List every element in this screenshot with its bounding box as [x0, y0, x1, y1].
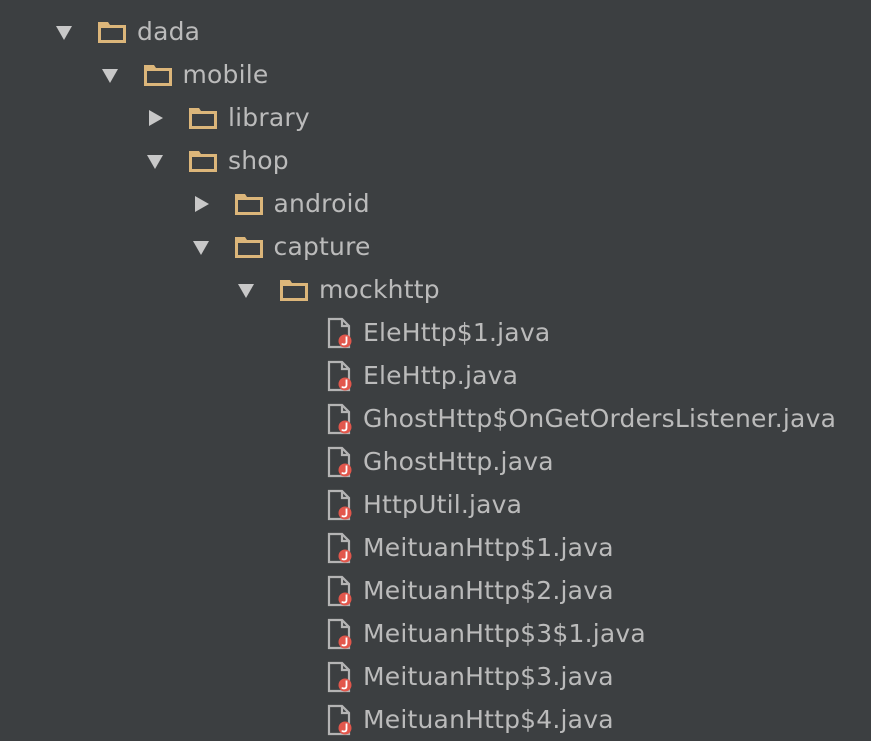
tree-item-label: library: [228, 103, 310, 132]
java-file-icon: [326, 397, 356, 440]
folder-icon: [233, 225, 265, 268]
tree-file-row[interactable]: HttpUtil.java: [0, 483, 871, 526]
expand-arrow-icon[interactable]: [143, 139, 167, 182]
tree-file-row[interactable]: MeituanHttp$2.java: [0, 569, 871, 612]
java-file-icon: [326, 440, 356, 483]
tree-folder-row[interactable]: android: [0, 182, 871, 225]
tree-item-label: HttpUtil.java: [363, 490, 523, 519]
tree-file-row[interactable]: MeituanHttp$1.java: [0, 526, 871, 569]
java-file-icon: [326, 569, 356, 612]
tree-file-row[interactable]: GhostHttp.java: [0, 440, 871, 483]
tree-item-label: shop: [228, 146, 289, 175]
expand-arrow-icon[interactable]: [189, 225, 213, 268]
tree-item-label: mockhttp: [319, 275, 440, 304]
folder-icon: [278, 268, 310, 311]
tree-item-label: GhostHttp.java: [363, 447, 554, 476]
folder-icon: [96, 10, 128, 53]
tree-folder-row[interactable]: library: [0, 96, 871, 139]
tree-item-label: MeituanHttp$3$1.java: [363, 619, 646, 648]
java-file-icon: [326, 354, 356, 397]
tree-file-row[interactable]: EleHttp.java: [0, 354, 871, 397]
tree-item-label: MeituanHttp$4.java: [363, 705, 614, 734]
expand-arrow-icon[interactable]: [52, 10, 76, 53]
tree-item-label: capture: [273, 232, 371, 261]
java-file-icon: [326, 483, 356, 526]
expand-arrow-icon[interactable]: [98, 53, 122, 96]
tree-item-label: MeituanHttp$1.java: [363, 533, 614, 562]
collapse-arrow-icon[interactable]: [143, 96, 167, 139]
tree-item-label: android: [273, 189, 370, 218]
java-file-icon: [326, 612, 356, 655]
tree-folder-row[interactable]: shop: [0, 139, 871, 182]
tree-folder-row[interactable]: mobile: [0, 53, 871, 96]
java-file-icon: [326, 311, 356, 354]
tree-file-row[interactable]: GhostHttp$OnGetOrdersListener.java: [0, 397, 871, 440]
tree-item-label: MeituanHttp$2.java: [363, 576, 614, 605]
tree-item-label: GhostHttp$OnGetOrdersListener.java: [363, 404, 837, 433]
expand-arrow-icon[interactable]: [234, 268, 258, 311]
tree-folder-row[interactable]: mockhttp: [0, 268, 871, 311]
tree-item-label: EleHttp.java: [363, 361, 519, 390]
tree-file-row[interactable]: MeituanHttp$3$1.java: [0, 612, 871, 655]
java-file-icon: [326, 526, 356, 569]
tree-file-row[interactable]: MeituanHttp$3.java: [0, 655, 871, 698]
folder-icon: [187, 96, 219, 139]
folder-icon: [187, 139, 219, 182]
tree-item-label: EleHttp$1.java: [363, 318, 551, 347]
tree-folder-row[interactable]: capture: [0, 225, 871, 268]
tree-file-row[interactable]: EleHttp$1.java: [0, 311, 871, 354]
tree-folder-row[interactable]: dada: [0, 10, 871, 53]
tree-item-label: mobile: [182, 60, 269, 89]
tree-file-row[interactable]: MeituanHttp$4.java: [0, 698, 871, 741]
folder-icon: [142, 53, 174, 96]
collapse-arrow-icon[interactable]: [189, 182, 213, 225]
java-file-icon: [326, 698, 356, 741]
tree-item-label: MeituanHttp$3.java: [363, 662, 614, 691]
java-file-icon: [326, 655, 356, 698]
tree-item-label: dada: [137, 17, 201, 46]
folder-icon: [233, 182, 265, 225]
